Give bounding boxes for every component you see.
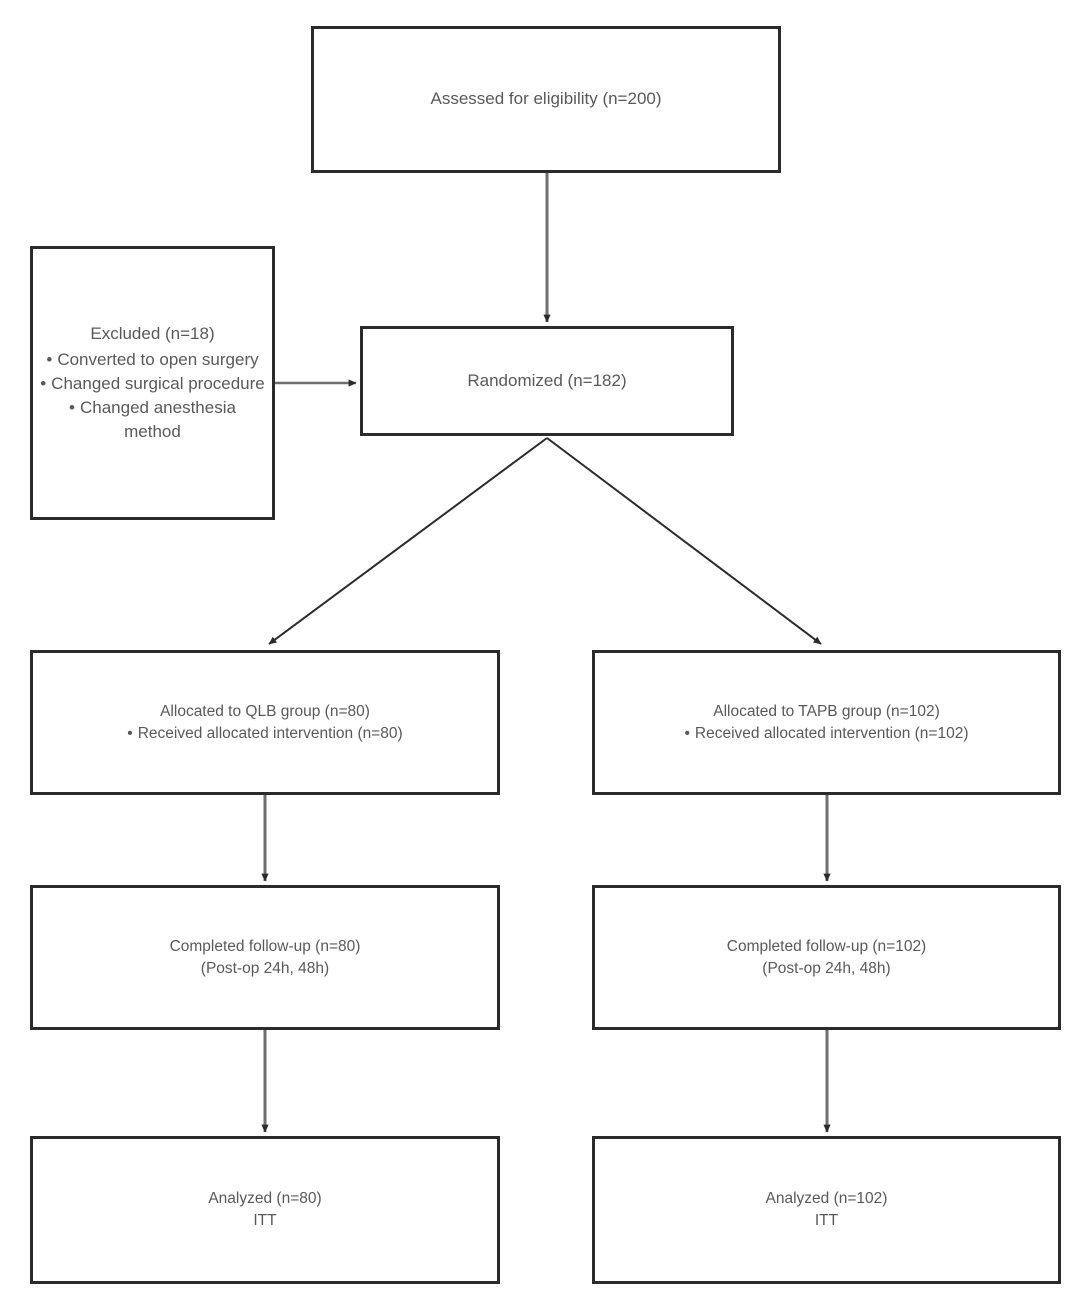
followup-qlb-line2: (Post-op 24h, 48h) [200, 959, 330, 977]
excluded-reason-item: Changed surgical procedure [39, 372, 266, 396]
excluded-reason-list: Converted to open surgery Changed surgic… [39, 348, 266, 445]
assessed-label: Assessed for eligibility (n=200) [430, 89, 662, 109]
allocated-tapb-label: Allocated to TAPB group (n=102) [713, 702, 940, 720]
node-followup-tapb: Completed follow-up (n=102) (Post-op 24h… [592, 885, 1061, 1030]
analyzed-tapb-line1: Analyzed (n=102) [765, 1190, 888, 1207]
analyzed-qlb-line1: Analyzed (n=80) [208, 1190, 322, 1207]
node-analyzed-tapb: Analyzed (n=102) ITT [592, 1136, 1061, 1284]
node-excluded: Excluded (n=18) Converted to open surger… [30, 246, 275, 520]
connector-randomized-to-qlb [268, 437, 548, 645]
allocated-qlb-bullet-item: Received allocated intervention (n=80) [127, 723, 403, 745]
excluded-reason-item: Converted to open surgery [39, 348, 266, 372]
analyzed-tapb-line2: ITT [814, 1212, 839, 1229]
node-allocated-qlb: Allocated to QLB group (n=80) Received a… [30, 650, 500, 795]
randomized-label: Randomized (n=182) [467, 370, 627, 390]
node-randomized: Randomized (n=182) [360, 326, 734, 436]
node-assessed-for-eligibility: Assessed for eligibility (n=200) [311, 26, 781, 173]
excluded-heading: Excluded (n=18) [90, 323, 215, 343]
connector-randomized-to-tapb [546, 437, 822, 645]
allocated-tapb-bullet-item: Received allocated intervention (n=102) [684, 723, 969, 745]
allocated-tapb-bullet-list: Received allocated intervention (n=102) [684, 723, 969, 745]
followup-tapb-line2: (Post-op 24h, 48h) [762, 959, 891, 977]
allocated-qlb-label: Allocated to QLB group (n=80) [160, 702, 370, 720]
excluded-reason-item: Changed anesthesia method [39, 396, 266, 444]
node-analyzed-qlb: Analyzed (n=80) ITT [30, 1136, 500, 1284]
node-allocated-tapb: Allocated to TAPB group (n=102) Received… [592, 650, 1061, 795]
followup-tapb-line1: Completed follow-up (n=102) [726, 937, 927, 955]
allocated-qlb-bullet-list: Received allocated intervention (n=80) [127, 723, 403, 745]
analyzed-qlb-line2: ITT [253, 1212, 277, 1229]
followup-qlb-line1: Completed follow-up (n=80) [169, 937, 361, 955]
node-followup-qlb: Completed follow-up (n=80) (Post-op 24h,… [30, 885, 500, 1030]
